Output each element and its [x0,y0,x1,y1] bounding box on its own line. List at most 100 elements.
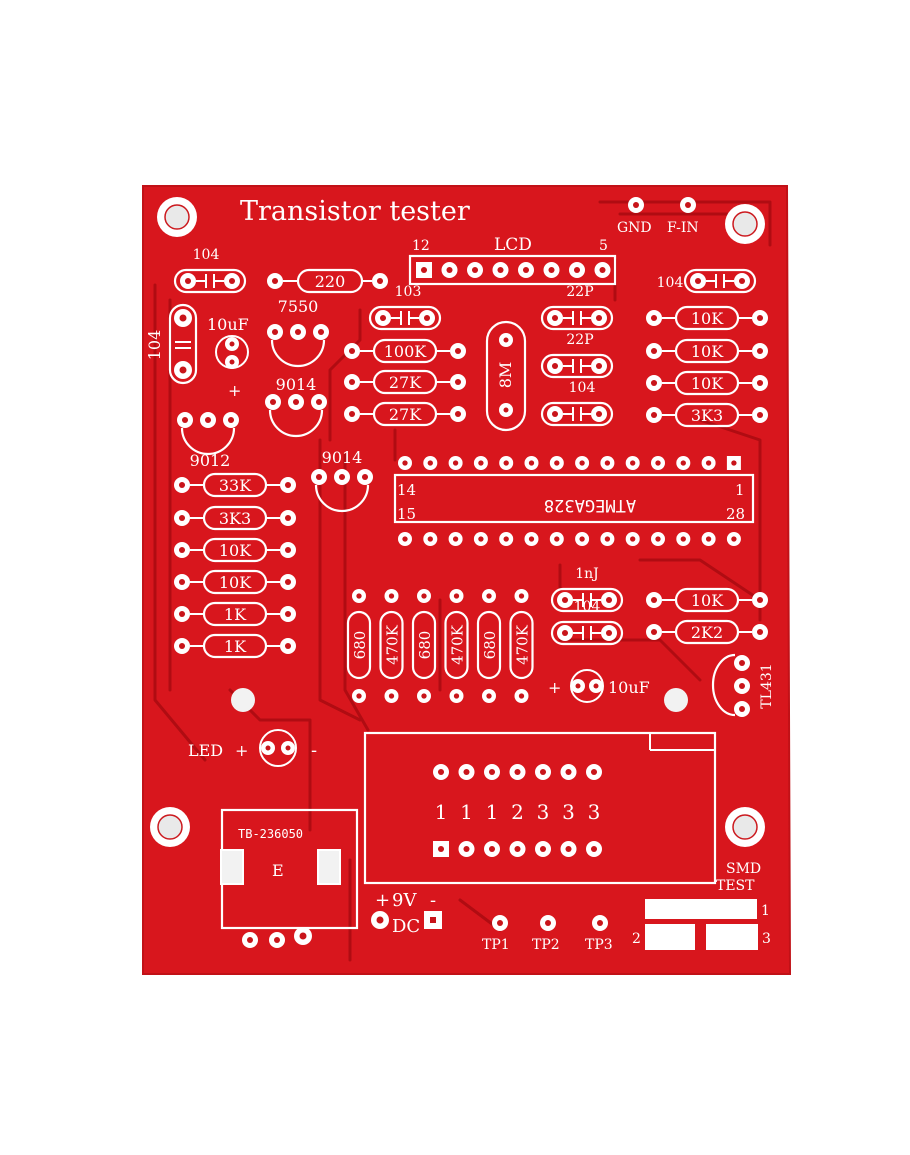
electrolytic-2-plus: + [548,678,561,697]
zif-pad [560,841,577,857]
zif-pin-label: 1 [486,800,499,824]
lcd-pad [492,262,509,278]
power-minus: - [430,890,436,911]
lcd-pad [416,262,432,278]
resistor: 10K [174,569,296,595]
tp3-label: TP3 [585,937,613,953]
switch-label: TB-236050 [238,827,303,841]
resistor-label: 3K3 [691,406,723,425]
lcd-pin-12: 12 [412,238,430,254]
ic-pin-28-label: 28 [726,505,745,523]
tp2-label: TP2 [532,937,560,953]
zif-pin-label: 1 [435,800,448,824]
ic-pad [625,456,640,470]
mounting-holes [150,197,765,847]
capacitor: 1nJ [550,566,624,613]
capacitor-label: 1nJ [575,566,599,582]
vertical-resistor-label: 470K [514,624,532,665]
zif-pin-label: 3 [588,800,601,824]
fin-label: F-IN [667,220,699,236]
vertical-resistor-label: 680 [481,631,499,660]
resistor: 10K [646,305,768,331]
ic-pad [651,532,665,546]
ic-pad [499,532,514,546]
resistor-label: 10K [691,374,724,393]
resistor-label: 2K2 [691,623,723,642]
resistor: 220 [267,268,388,294]
ic-pad [701,456,716,470]
electrolytic-1-plus: + [228,381,241,400]
resistor-label: 10K [219,573,252,592]
transistor: 9014 [311,448,373,513]
resistor: 10K [646,338,768,364]
capacitor: 104 [550,599,624,646]
led-minus: - [311,740,317,761]
power-dc: DC [392,916,420,937]
switch-pin-label: E [272,861,284,880]
capacitor-104-left: 104 [145,303,198,385]
capacitor-label: 103 [395,284,422,300]
vertical-resistor: 680 [346,589,372,703]
zif-pad [586,841,602,857]
zif-pad [509,764,526,780]
capacitor-104-left-label: 104 [145,330,164,361]
resistor: 10K [646,370,768,396]
lcd-pad [543,262,560,278]
vertical-resistor-label: 470K [449,624,467,665]
resistor-label: 27K [389,405,422,424]
led-plus: + [235,741,248,760]
ic-pad [726,456,741,470]
zif-pad [560,764,577,780]
vertical-resistor: 680 [411,589,437,703]
ic-pad [676,456,691,470]
mounting-hole [725,807,765,847]
resistor: 2K2 [646,619,768,645]
vertical-resistor: 680 [476,589,502,703]
electrolytic-capacitor-2: 10uF + [548,669,650,703]
resistor: 10K [174,537,296,563]
ic-pad [398,532,412,546]
resistor-label: 1K [224,637,247,656]
ic-pad [473,456,488,470]
ic-pad [575,456,590,470]
resistor: 33K [174,472,296,498]
ic-pin-14-label: 14 [397,481,416,499]
ic-pad [549,532,564,546]
zif-pad [535,764,551,780]
power-switch-footprint: TB-236050 E [220,808,359,948]
resistor-label: 220 [315,272,346,291]
smd-pad-1-label: 1 [761,903,770,919]
vertical-resistor: 470K [379,589,404,703]
zif-pin-label: 1 [460,800,473,824]
zif-pad [433,764,449,780]
ic-pad [625,532,640,546]
ic-pad [473,532,488,546]
resistor: 10K [646,587,768,613]
mounting-hole [725,204,765,244]
ic-pad [600,456,615,470]
transistor: 7550 [267,297,329,368]
resistor: 27K [344,369,466,395]
gnd-label: GND [617,220,652,236]
zif-pad [586,764,602,780]
capacitor-label: 104 [569,380,596,396]
test-points: TP1 TP2 TP3 [482,915,613,953]
resistor-label: 10K [691,591,724,610]
pcb-board [142,185,792,975]
resistor-label: 33K [219,476,252,495]
zif-pad [433,841,449,857]
ic-pin-15-label: 15 [397,505,416,523]
ic-pad [549,456,564,470]
lcd-label: LCD [494,235,532,255]
resistor: 27K [344,401,466,427]
mounting-hole [150,807,190,847]
tl431-label: TL431 [759,663,775,708]
resistor-label: 10K [691,309,724,328]
resistor-label: 3K3 [219,509,251,528]
smd-pad-3-label: 3 [762,931,771,947]
ic-pad [499,456,514,470]
led-label: LED [188,741,223,760]
